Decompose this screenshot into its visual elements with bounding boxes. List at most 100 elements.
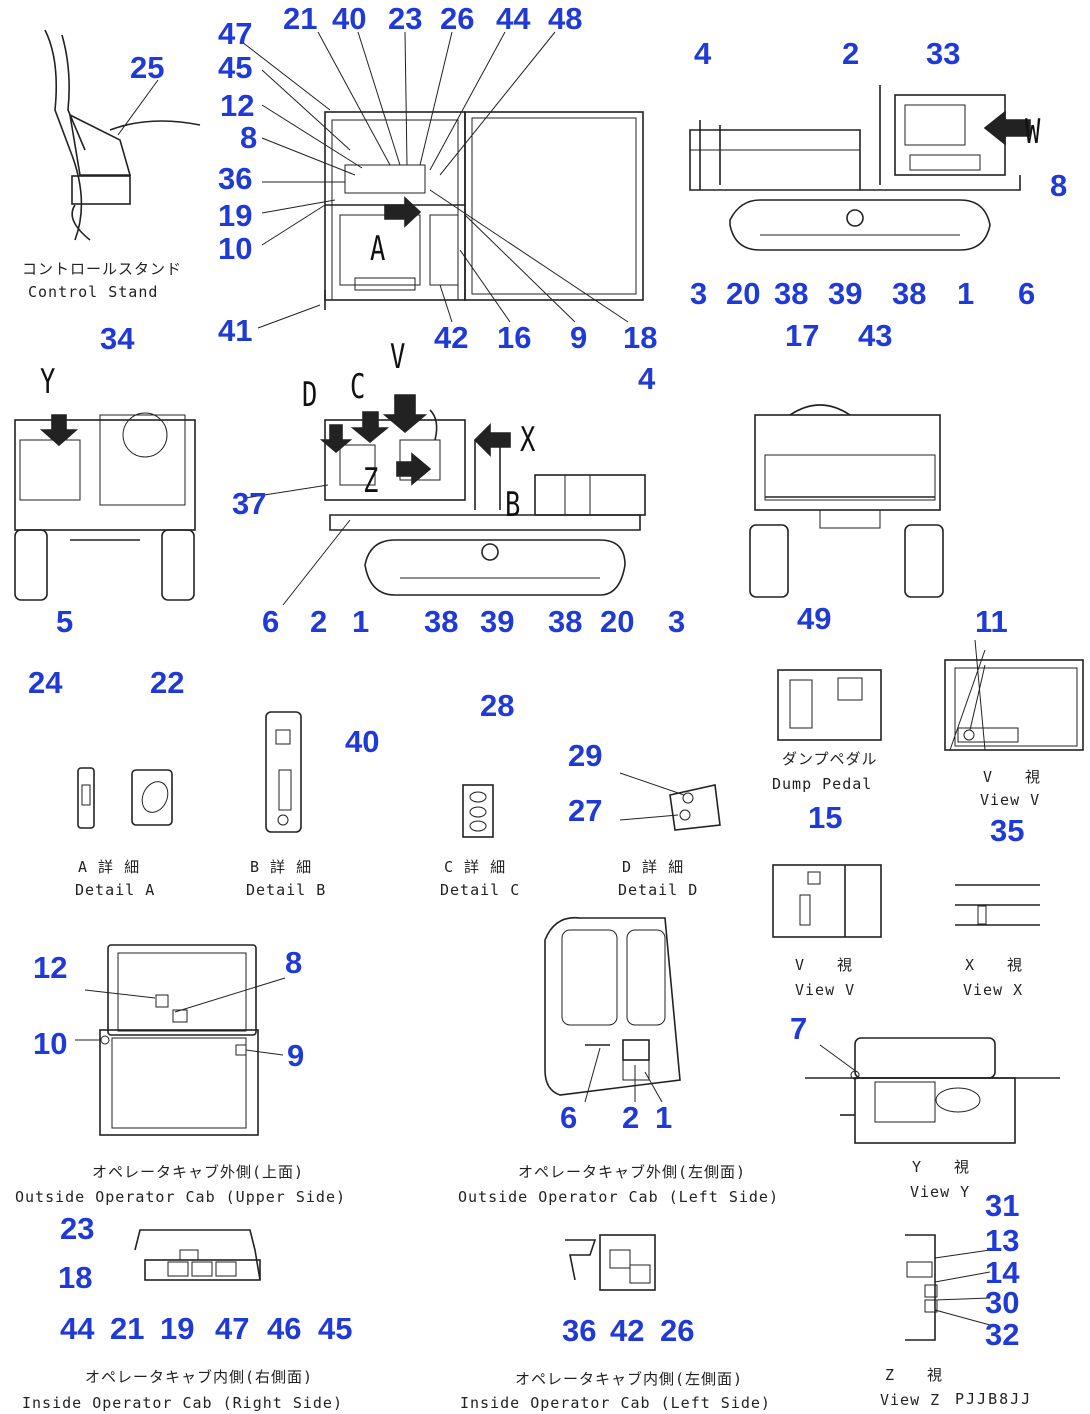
cab-left-in-drawing	[565, 1234, 656, 1291]
caption-detail-a-en: Detail A	[75, 881, 156, 899]
callout-32: 32	[985, 1317, 1020, 1352]
callout-14: 14	[985, 1255, 1020, 1290]
caption-cab-left-in-jp: オペレータキャブ内側(左側面)	[515, 1370, 744, 1388]
dump-pedal-drawing	[777, 669, 882, 741]
view-y-drawing	[805, 1037, 1060, 1144]
callout-15: 15	[808, 800, 843, 835]
caption-cab-upper-jp: オペレータキャブ外側(上面)	[92, 1163, 305, 1181]
caption-detail-b-en: Detail B	[246, 881, 327, 899]
callout-4: 4	[694, 36, 712, 71]
top-view-drawing	[324, 111, 644, 310]
callout-39: 39	[828, 276, 863, 311]
callout-21: 21	[283, 1, 318, 36]
view-letter-d: D	[302, 375, 318, 415]
callout-38: 38	[424, 604, 459, 639]
callout-5: 5	[56, 604, 74, 639]
view-letter-c: C	[350, 367, 366, 407]
callout-18: 18	[58, 1260, 93, 1295]
cab-right-in-drawing	[134, 1229, 261, 1281]
caption-view-v2-jp: V 視	[795, 956, 854, 974]
callout-40: 40	[332, 1, 367, 36]
caption-view-z-en: View Z	[880, 1391, 941, 1409]
callout-22: 22	[150, 665, 185, 700]
callout-36: 36	[218, 161, 253, 196]
callout-36: 36	[562, 1313, 597, 1348]
callout-6: 6	[262, 604, 280, 639]
callout-30: 30	[985, 1285, 1020, 1320]
callout-19: 19	[160, 1311, 195, 1346]
callout-26: 26	[440, 1, 475, 36]
callout-7: 7	[790, 1011, 808, 1046]
callout-13: 13	[985, 1223, 1020, 1258]
view-v2-view-x-drawing	[772, 864, 1040, 938]
callout-8: 8	[1050, 168, 1068, 203]
callout-48: 48	[548, 1, 583, 36]
caption-dump-pedal-en: Dump Pedal	[772, 775, 873, 793]
callout-46: 46	[267, 1311, 302, 1346]
callout-38: 38	[774, 276, 809, 311]
caption-detail-a-jp: A 詳 細	[78, 858, 141, 876]
callout-16: 16	[497, 320, 532, 355]
callout-12: 12	[220, 88, 255, 123]
callout-18: 18	[623, 320, 658, 355]
caption-view-y-jp: Y 視	[912, 1158, 971, 1176]
view-letter-y: Y	[40, 362, 56, 402]
view-letter-v: V	[390, 337, 406, 377]
callout-37: 37	[232, 486, 267, 521]
caption-cab-left-out-jp: オペレータキャブ外側(左側面)	[518, 1163, 747, 1181]
caption-view-v2-en: View V	[795, 981, 856, 999]
cab-upper-drawing	[99, 944, 259, 1136]
callout-44: 44	[60, 1311, 95, 1346]
callout-11: 11	[975, 604, 1008, 639]
callout-24: 24	[28, 665, 63, 700]
callout-44: 44	[496, 1, 531, 36]
callout-27: 27	[568, 793, 603, 828]
callout-8: 8	[240, 120, 258, 155]
caption-cab-upper-en: Outside Operator Cab (Upper Side)	[15, 1188, 347, 1206]
callout-41: 41	[218, 313, 253, 348]
callout-20: 20	[600, 604, 635, 639]
leader-lines	[75, 31, 991, 1326]
caption-detail-d-jp: D 詳 細	[622, 858, 685, 876]
callout-38: 38	[892, 276, 927, 311]
callout-8: 8	[285, 945, 303, 980]
caption-detail-b-jp: B 詳 細	[250, 858, 313, 876]
caption-cab-left-out-en: Outside Operator Cab (Left Side)	[458, 1188, 779, 1206]
view-letter-b: B	[505, 485, 521, 525]
front-view-drawing	[749, 404, 944, 598]
callout-2: 2	[842, 36, 860, 71]
control-stand-drawing	[44, 29, 201, 241]
caption-control-stand-jp: コントロールスタンド	[22, 260, 183, 278]
callout-45: 45	[218, 50, 253, 85]
callout-9: 9	[287, 1038, 305, 1073]
callout-23: 23	[388, 1, 423, 36]
view-letter-w: W	[1025, 112, 1041, 152]
callout-42: 42	[610, 1313, 645, 1348]
caption-dump-pedal-jp: ダンプペダル	[782, 750, 878, 768]
callout-3: 3	[668, 604, 686, 639]
drawing-code: PJJB8JJ	[955, 1390, 1033, 1408]
callout-19: 19	[218, 198, 253, 233]
callout-21: 21	[110, 1311, 145, 1346]
callout-31: 31	[985, 1188, 1020, 1223]
callout-33: 33	[926, 36, 961, 71]
side-view-left-drawing	[319, 394, 646, 596]
callout-26: 26	[660, 1313, 695, 1348]
callout-43: 43	[858, 318, 893, 353]
callout-4: 4	[638, 361, 656, 396]
view-z-drawing	[905, 1234, 938, 1341]
caption-view-v1-en: View V	[980, 791, 1041, 809]
callout-34: 34	[100, 321, 135, 356]
view-letter-x: X	[520, 420, 536, 460]
callout-9: 9	[570, 320, 588, 355]
callout-29: 29	[568, 738, 603, 773]
view-v1-drawing	[944, 659, 1084, 751]
caption-control-stand-en: Control Stand	[28, 283, 159, 301]
callout-40: 40	[345, 724, 380, 759]
callout-3: 3	[690, 276, 708, 311]
callout-1: 1	[352, 604, 370, 639]
caption-view-z-jp: Z 視	[885, 1366, 944, 1384]
callout-39: 39	[480, 604, 515, 639]
